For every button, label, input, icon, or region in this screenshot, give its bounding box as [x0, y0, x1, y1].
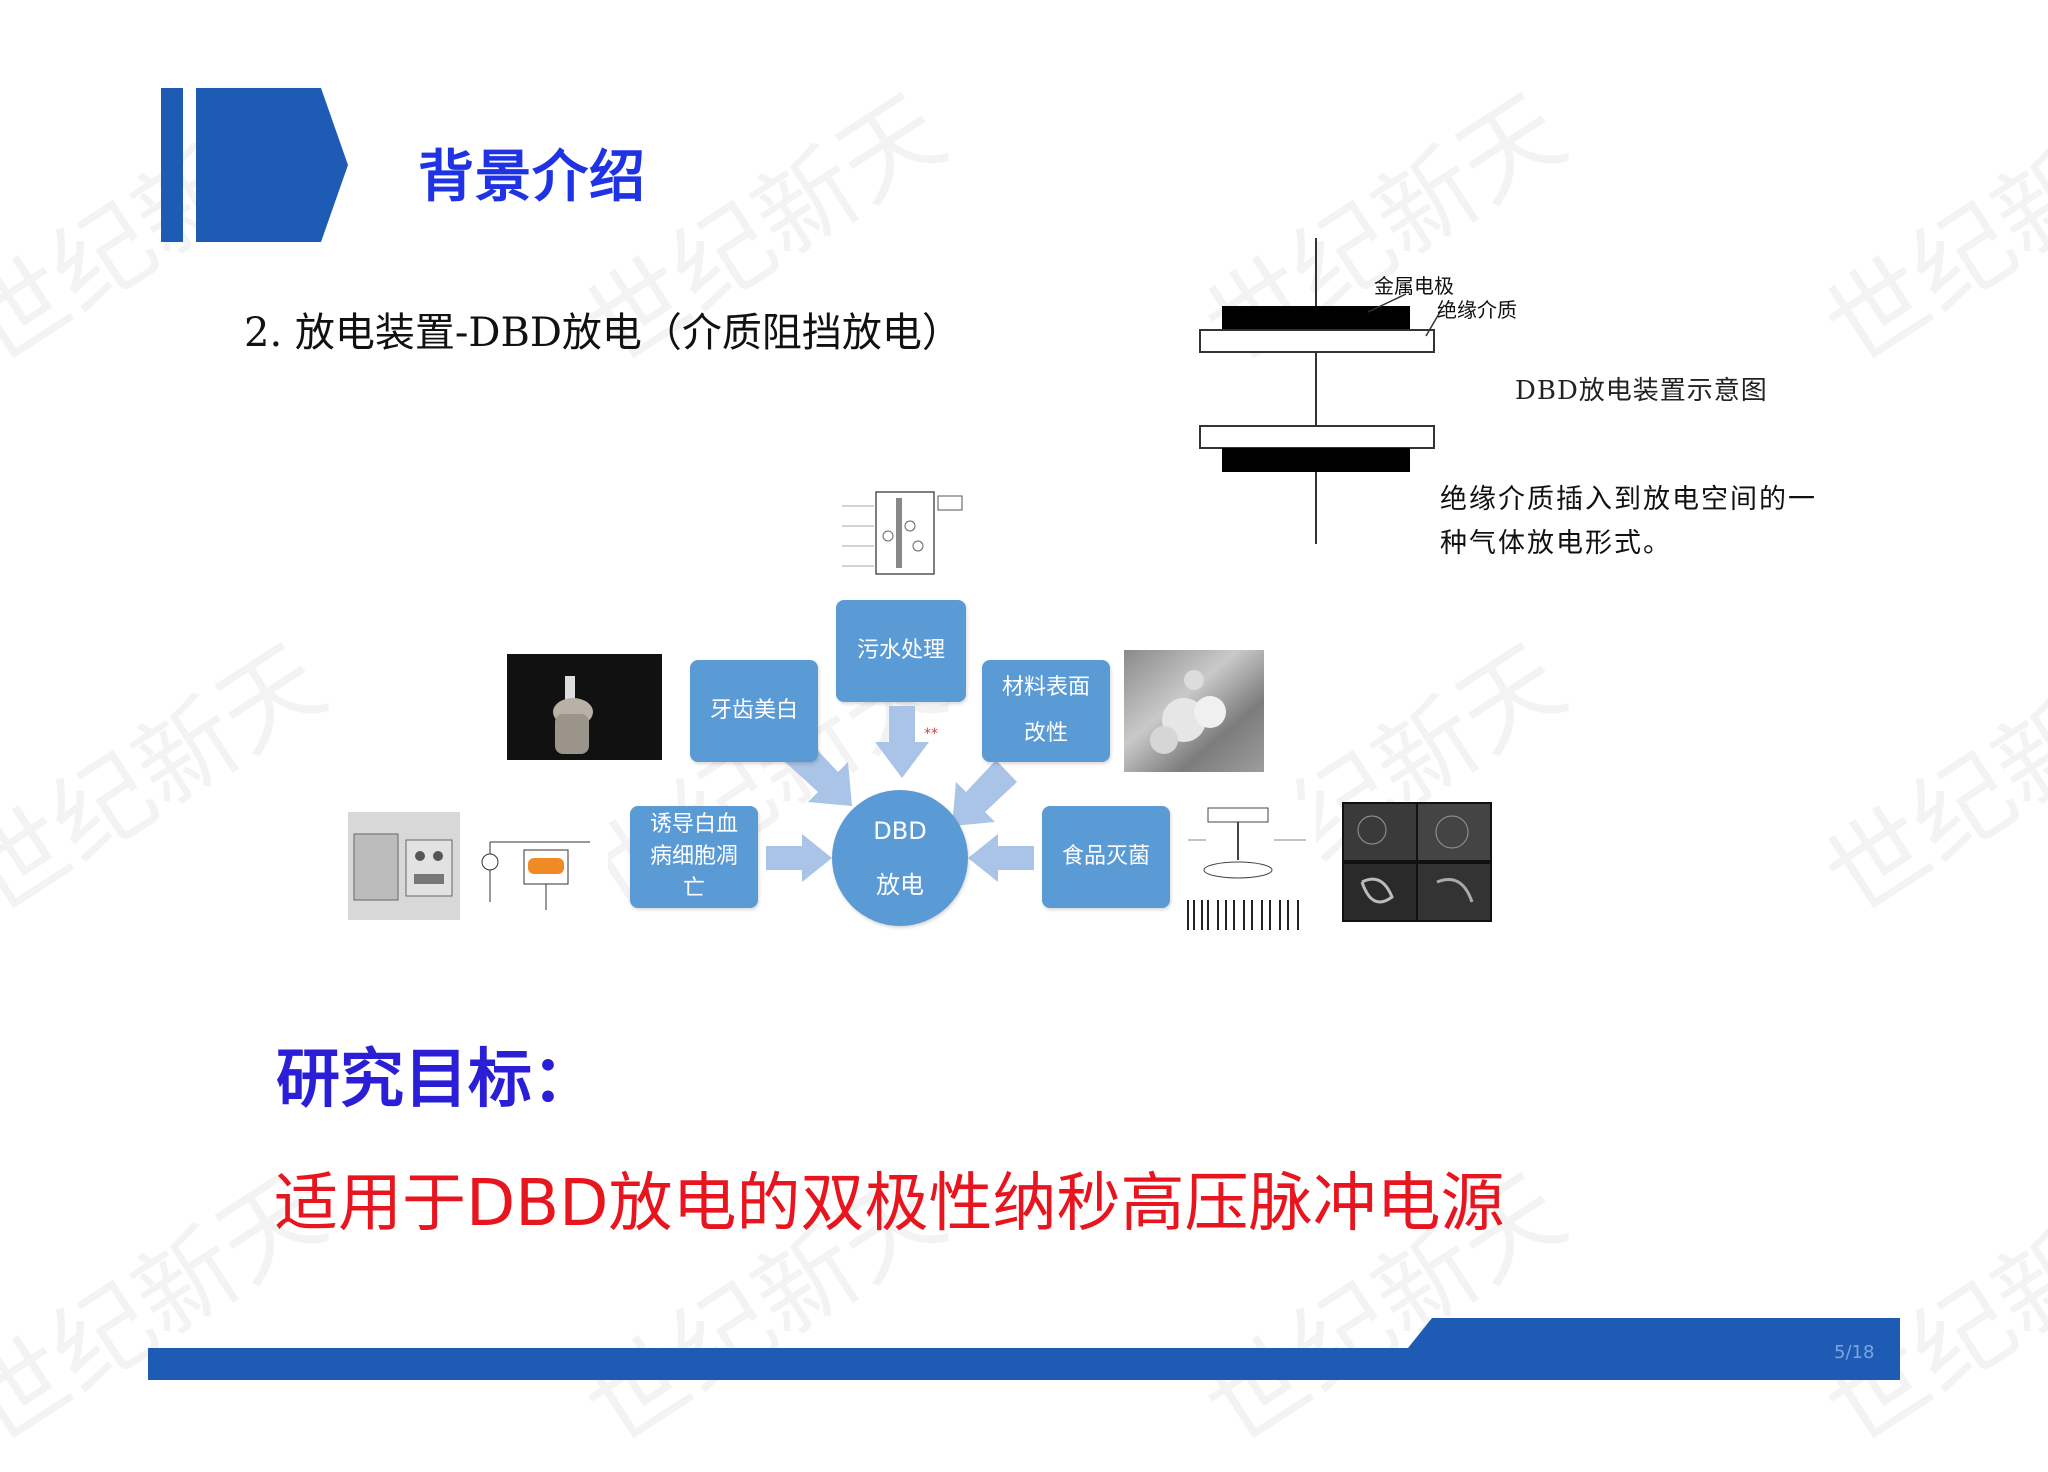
app-box-material: 材料表面 改性	[982, 660, 1110, 762]
schematic-caption: DBD放电装置示意图	[1515, 376, 1768, 406]
header-arrow-shape	[196, 88, 348, 242]
research-goal-label: 研究目标：	[276, 1043, 596, 1117]
header-accent-bar	[161, 88, 183, 242]
sem-surface-photo	[1124, 650, 1264, 772]
page-number: 5/18	[1834, 1342, 1875, 1363]
center-label-line2: 放电	[876, 871, 924, 899]
arrow-material	[952, 760, 1017, 826]
arrow-food	[968, 834, 1034, 882]
sterilization-apparatus-image	[1178, 800, 1316, 940]
arrow-leukemia	[766, 834, 832, 882]
reactor-schematic-image	[838, 476, 974, 594]
app-label-leukemia: 诱导白血病细胞凋亡	[649, 812, 738, 901]
app-label-teeth: 牙齿美白	[709, 698, 798, 723]
app-label-material-line2: 改性	[1023, 721, 1068, 746]
app-box-sewage: 污水处理	[836, 600, 966, 702]
metal-electrode-label: 金属电极	[1374, 274, 1454, 298]
app-label-material-line1: 材料表面	[1001, 675, 1090, 700]
dbd-center-circle: DBD 放电	[832, 790, 968, 926]
marker-asterisks: **	[924, 726, 938, 742]
plasma-generator-photo	[348, 812, 460, 920]
cell-micrograph-image	[1342, 802, 1492, 922]
dbd-description: 绝缘介质插入到放电空间的一种气体放电形式。	[1440, 484, 1817, 559]
circuit-diagram-image	[480, 812, 608, 920]
app-box-food: 食品灭菌	[1042, 806, 1170, 908]
tooth-whitening-photo	[507, 654, 662, 760]
dielectric-label: 绝缘介质	[1437, 298, 1517, 322]
app-label-food: 食品灭菌	[1061, 844, 1150, 869]
app-box-leukemia: 诱导白血病细胞凋亡	[630, 806, 758, 908]
section-heading: 2. 放电装置-DBD放电（介质阻挡放电）	[244, 310, 962, 356]
app-label-sewage: 污水处理	[856, 638, 945, 663]
center-label-line1: DBD	[873, 817, 927, 845]
dbd-electrode-schematic	[1199, 238, 1441, 544]
arrow-sewage	[875, 706, 929, 778]
app-box-teeth: 牙齿美白	[690, 660, 818, 762]
footer-bar	[148, 1318, 1900, 1380]
research-goal-text: 适用于DBD放电的双极性纳秒高压脉冲电源	[274, 1167, 1505, 1241]
page-title: 背景介绍	[418, 145, 646, 210]
